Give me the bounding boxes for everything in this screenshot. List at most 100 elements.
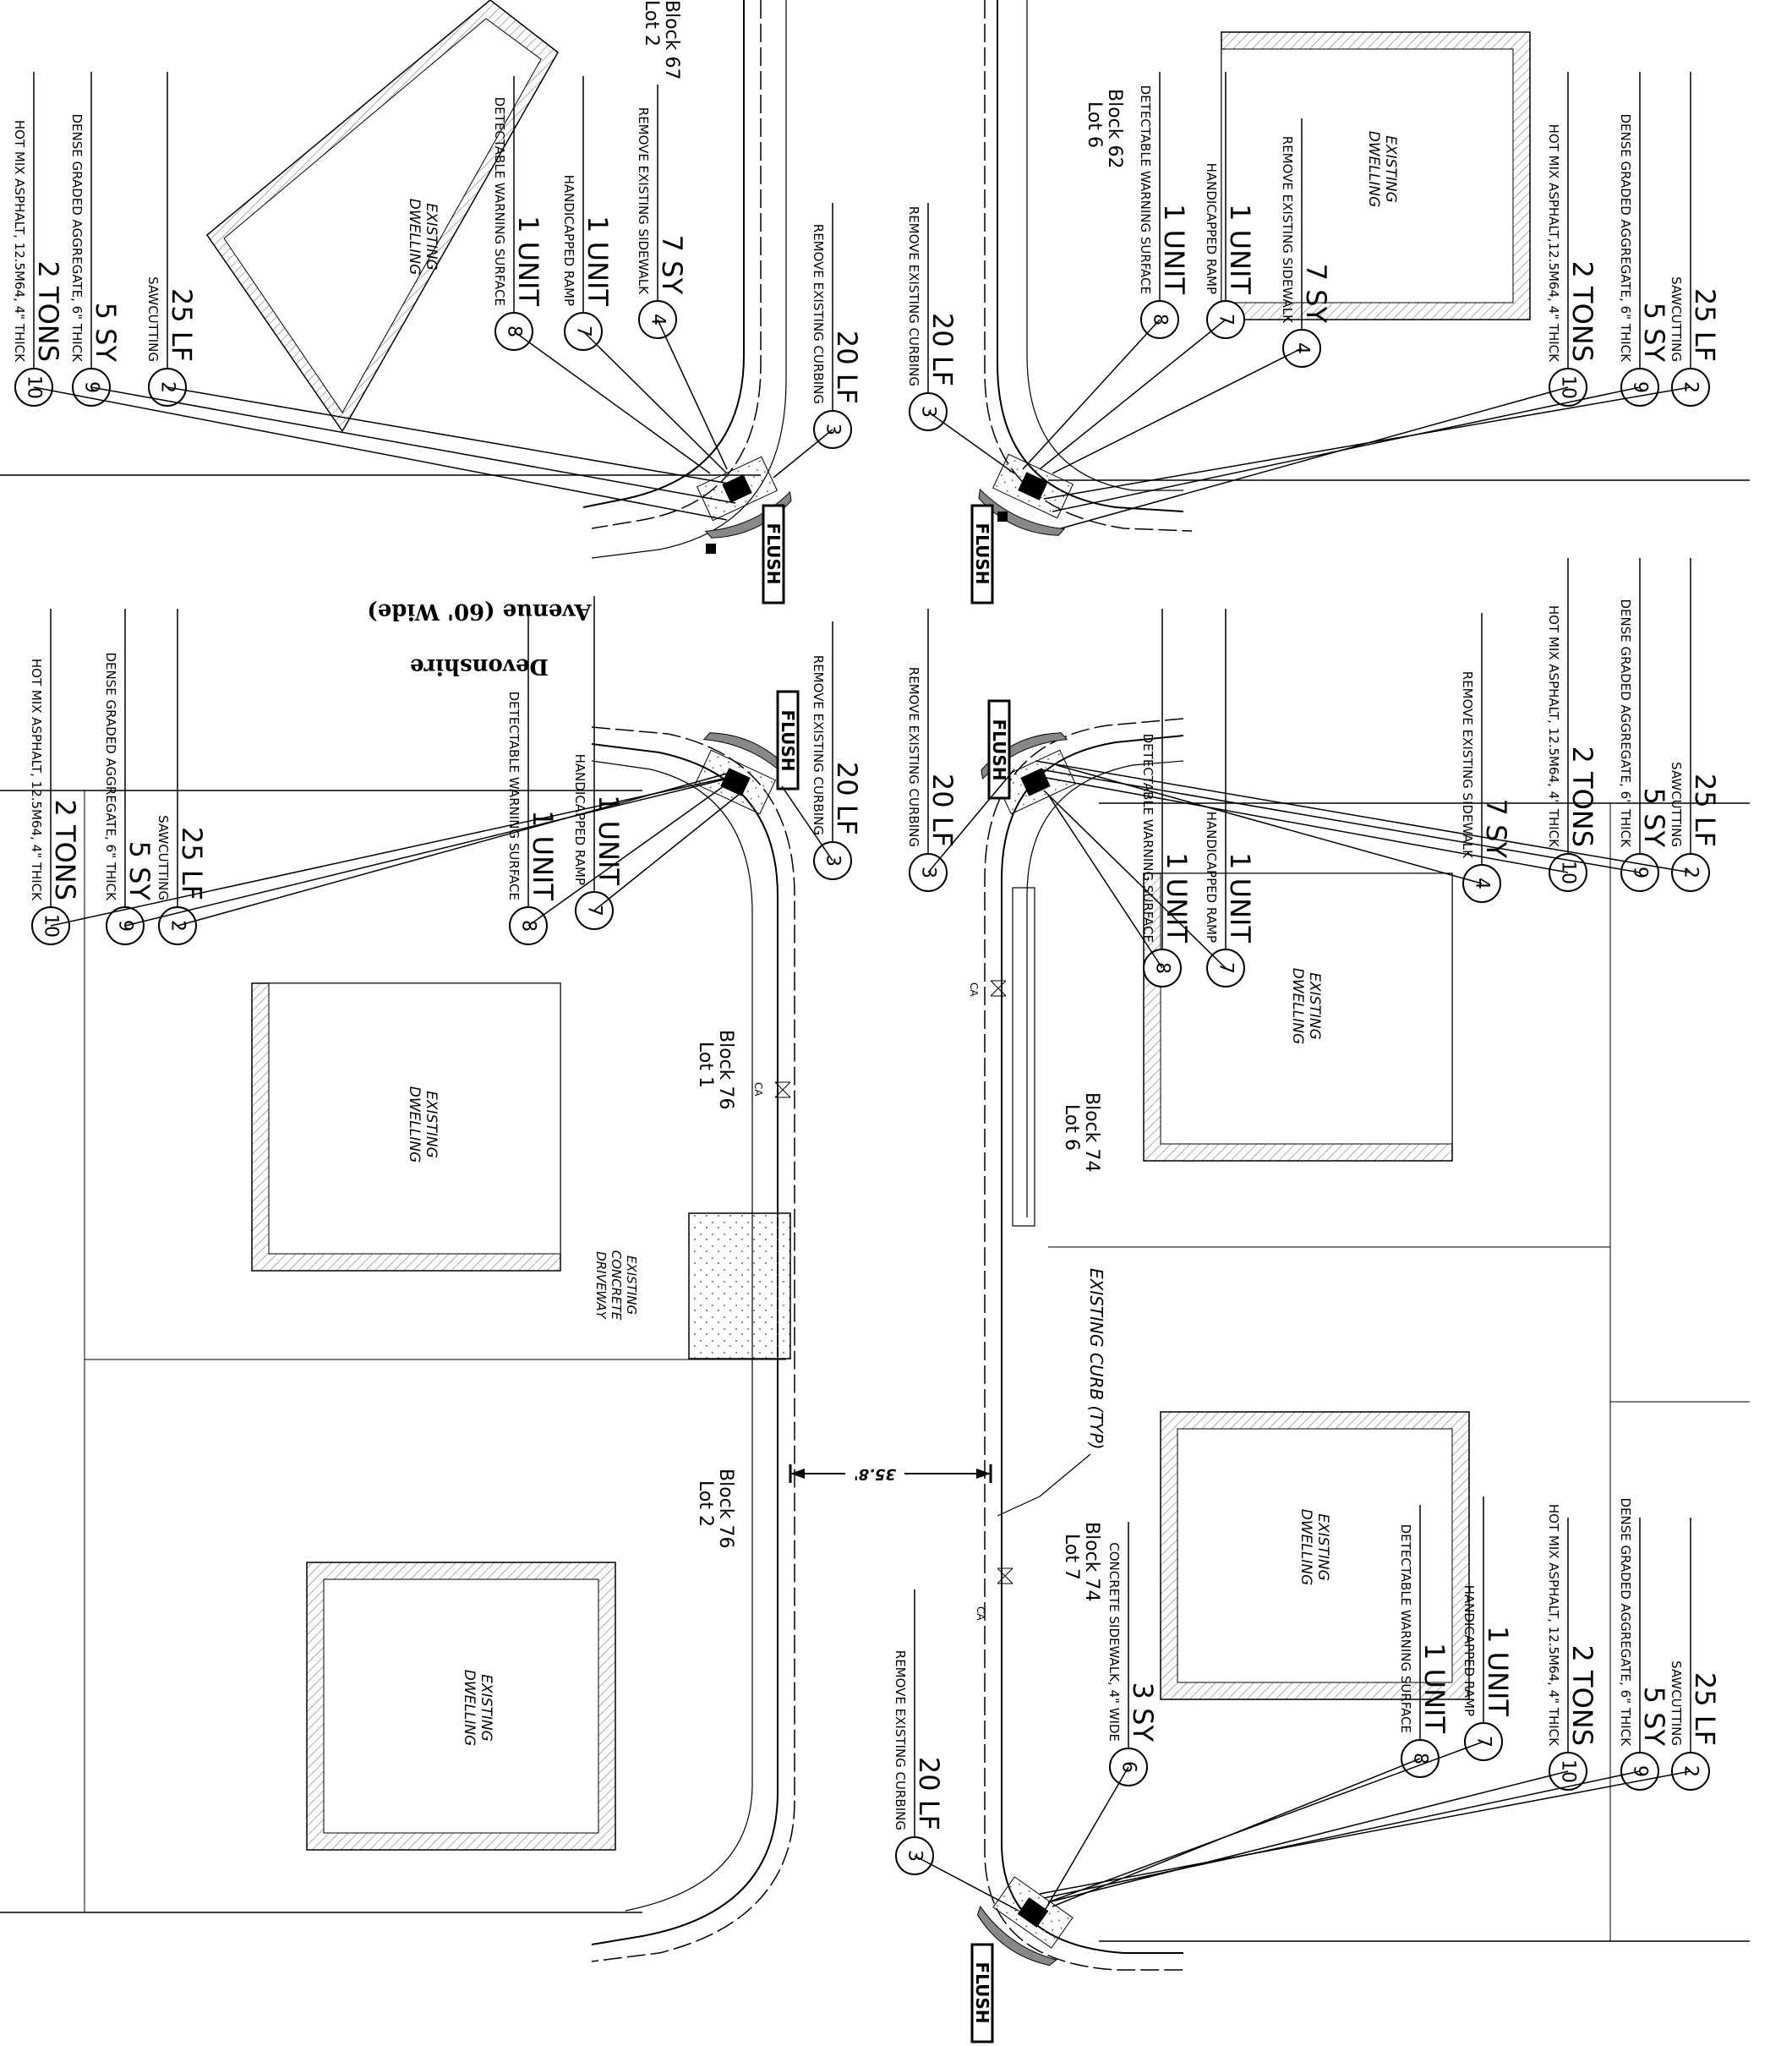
dwelling-label: DWELLING (406, 1086, 423, 1163)
flush-label: FLUSH (972, 1961, 992, 2023)
dimension: 35.8' (789, 1463, 992, 1485)
callout-description: REMOVE EXISTING CURBING (893, 1650, 908, 1830)
svg-text:Lot 7: Lot 7 (1061, 1534, 1082, 1580)
callout-description: DETECTABLE WARNING SURFACE (1140, 734, 1156, 943)
street-name: Avenue (60' Wide) Devonshire (367, 599, 592, 679)
leader-line (927, 769, 1015, 873)
leader-line (1047, 1741, 1484, 1903)
callout-quantity: 25 LF (166, 288, 198, 362)
callout-description: DETECTABLE WARNING SURFACE (1138, 85, 1153, 294)
dwelling-label: DWELLING (1365, 131, 1382, 208)
callout-quantity: 1 UNIT (1224, 204, 1256, 294)
callout-quantity: 25 LF (1689, 288, 1721, 362)
callout-quantity: 1 UNIT (1418, 1643, 1451, 1733)
leader-line (177, 773, 728, 927)
callout-description: HOT MIX ASPHALT, 12.5M64, 4" THICK (29, 659, 44, 901)
svg-text:Lot 1: Lot 1 (695, 1042, 716, 1088)
leader-line (124, 777, 732, 927)
callout-quantity: 1 UNIT (582, 216, 614, 306)
svg-text:Lot 2: Lot 2 (695, 1480, 716, 1527)
callout-description: DETECTABLE WARNING SURFACE (506, 692, 522, 900)
callout-quantity: 2 TONS (1566, 1644, 1598, 1746)
leader-line (1043, 790, 1227, 969)
callout-quantity: 25 LF (1689, 1672, 1721, 1746)
ramps (694, 453, 1077, 1967)
svg-text:Lot 6: Lot 6 (1061, 1104, 1082, 1151)
lot-labels: Block 67 Lot 2 Block 62 Lot 6 Block 76 L… (641, 0, 1125, 1602)
callout-description: DENSE GRADED AGGREGATE, 6" THICK (1618, 1498, 1633, 1748)
existing-curb-note: EXISTING CURB (TYP) (997, 1268, 1106, 1517)
svg-text:Block 67: Block 67 (661, 0, 682, 80)
dwelling-label: DWELLING (406, 199, 423, 276)
dwelling-label: EXISTING (478, 1674, 494, 1741)
dwelling-label: DWELLING (1289, 968, 1306, 1045)
flush-label: FLUSH (763, 522, 784, 584)
callout-quantity: 20 LF (831, 762, 863, 835)
callout-description: REMOVE EXISTING CURBING (906, 206, 921, 386)
callout-quantity: 2 TONS (1566, 260, 1598, 362)
dwelling-label: EXISTING (1314, 1513, 1331, 1580)
flush-label: FLUSH (778, 709, 798, 771)
callout-description: HANDICAPPED RAMP (561, 175, 576, 306)
flush-labels: FLUSH FLUSH FLUSH FLUSH FLUSH (762, 504, 1011, 2043)
leader-line (773, 429, 833, 479)
leader-line (1039, 319, 1227, 470)
callout-quantity: 20 LF (926, 774, 959, 847)
dwelling-label: EXISTING (423, 203, 440, 270)
callout-description: HOT MIX ASPHALT, 12.5M64, 4" THICK (1546, 605, 1561, 848)
leader-line (781, 785, 833, 862)
callout-description: HANDICAPPED RAMP (1461, 1585, 1477, 1716)
callout-quantity: 1 UNIT (512, 216, 544, 306)
leader-line (50, 777, 728, 927)
callout-description: REMOVE EXISTING CURBING (811, 655, 826, 835)
callout-quantity: 1 UNIT (1224, 852, 1256, 943)
svg-text:CA: CA (752, 1082, 764, 1097)
callout-description: DETECTABLE WARNING SURFACE (492, 97, 507, 306)
dwelling-label: DWELLING (1298, 1509, 1314, 1586)
leader-line (657, 319, 728, 470)
callout-description: SAWCUTTING (1669, 276, 1684, 362)
driveway-label-3: DRIVEWAY (593, 1251, 609, 1320)
callout-description: HOT MIX ASPHALT, 12.5M64, 4" THICK (12, 120, 27, 363)
svg-text:Block 76: Block 76 (715, 1469, 736, 1549)
driveway-label-1: EXISTING (624, 1256, 639, 1315)
leader-line (90, 386, 736, 504)
leader-line (1052, 347, 1303, 474)
callout-quantity: 5 SY (1638, 303, 1670, 363)
callout-quantity: 1 UNIT (593, 795, 625, 885)
flush-label: FLUSH (972, 522, 992, 584)
callout-quantity: 1 UNIT (1158, 204, 1190, 294)
leader-line (582, 331, 728, 474)
callout-quantity: 20 LF (913, 1757, 945, 1830)
dimension-label: 35.8' (854, 1465, 896, 1483)
callout-quantity: 2 TONS (1566, 746, 1598, 847)
callout-quantity: 1 UNIT (1161, 852, 1193, 943)
callout-description: REMOVE EXISTING SIDEWALK (636, 107, 651, 295)
street-name-line1: Devonshire (410, 654, 549, 679)
callout-description: CONCRETE SIDEWALK, 4" WIDE (1106, 1542, 1122, 1742)
callout-description: REMOVE EXISTING CURBING (906, 667, 921, 847)
svg-text:EXISTING CURB (TYP): EXISTING CURB (TYP) (1086, 1268, 1106, 1450)
svg-text:Lot 6: Lot 6 (1084, 101, 1105, 148)
callout-description: HOT MIX ASPHALT,12.5M64, 4" THICK (1546, 124, 1561, 364)
svg-text:Lot 2: Lot 2 (641, 0, 662, 46)
callout-description: HANDICAPPED RAMP (1204, 812, 1219, 943)
dwelling-label: EXISTING (1306, 972, 1323, 1039)
